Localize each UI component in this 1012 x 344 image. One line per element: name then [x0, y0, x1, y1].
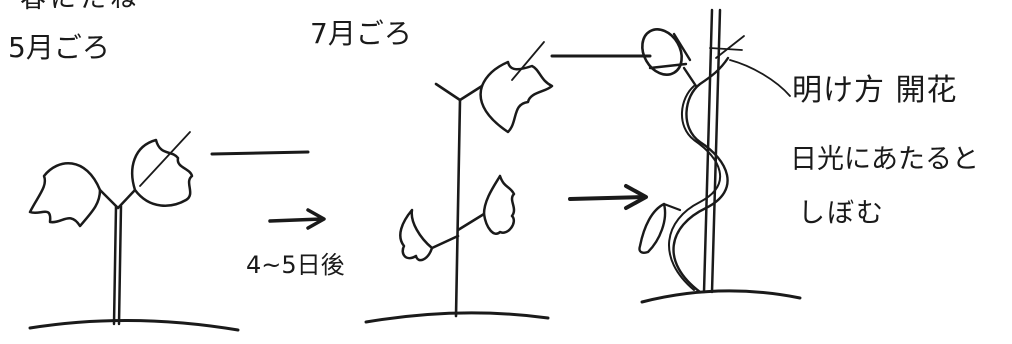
- connector-line-1: [210, 150, 310, 156]
- young-plant-top-vein: [511, 41, 545, 81]
- ground-line-1: [28, 318, 240, 332]
- young-plant-right-leaf: [482, 174, 516, 235]
- flower-note-sunlight: 日光にあたると: [790, 144, 979, 175]
- bud-stalk: [662, 202, 682, 212]
- closed-bud: [638, 202, 667, 254]
- flower-stalk: [682, 66, 698, 88]
- vine-stage-3: [638, 8, 802, 304]
- flower-note-wilt: しぼむ: [798, 198, 885, 229]
- arrow-2: [568, 184, 648, 210]
- young-plant-top-branches: [434, 82, 484, 102]
- vine-tendril: [709, 35, 745, 59]
- stage-2-label: 7月ごろ: [310, 17, 412, 50]
- young-plant-lower-branches: [430, 212, 486, 250]
- young-plant-left-leaf: [399, 208, 434, 262]
- morning-glory-flower: [641, 28, 683, 76]
- seedling-leaf-vein: [139, 131, 191, 187]
- twining-vine-inner: [668, 85, 722, 291]
- seedling-left-leaf: [28, 162, 102, 228]
- young-plant-stem: [454, 98, 462, 318]
- young-plant-top-leaf: [479, 60, 554, 134]
- flower-funnel: [648, 32, 692, 70]
- young-plant-stage-2: [364, 41, 652, 324]
- callout-line: [729, 59, 791, 97]
- seedling-right-leaf: [131, 138, 194, 207]
- flower-note-dawn: 明け方 開花: [792, 73, 958, 108]
- stage-1-label: 5月ごろ: [8, 31, 110, 64]
- partial-top-text: 春にたね: [20, 0, 140, 12]
- ground-line-3: [640, 289, 802, 304]
- seedling-fork: [98, 188, 137, 210]
- ground-line-2: [364, 311, 550, 324]
- seedling-stem: [112, 204, 123, 326]
- seedling-stage-1: [28, 131, 310, 332]
- arrow-1: [268, 208, 326, 230]
- twining-vine: [672, 56, 730, 294]
- arrow-1-label: 4~5日後: [246, 251, 345, 279]
